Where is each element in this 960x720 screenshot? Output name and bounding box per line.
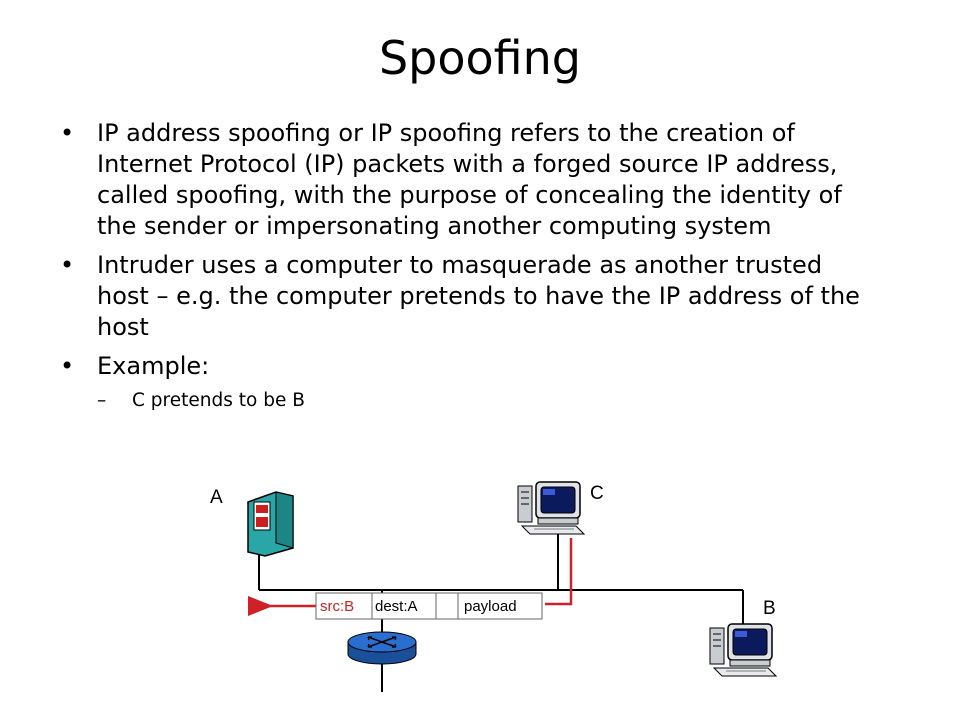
bullet-dot: • (60, 251, 75, 279)
bullet-item: • Example: (60, 351, 880, 382)
packet-box (315, 592, 543, 620)
bullet-text: Intruder uses a computer to masquerade a… (97, 251, 860, 341)
sub-bullet-dash: – (97, 390, 107, 411)
packet-payload: payload (464, 598, 517, 615)
bullet-dot: • (60, 119, 75, 147)
bullet-text: Example: (97, 352, 210, 380)
sub-bullet-text: C pretends to be B (132, 390, 305, 411)
bullet-list: • IP address spoofing or IP spoofing ref… (60, 118, 880, 414)
sub-bullet-item: – C pretends to be B (60, 388, 880, 414)
router-icon (347, 631, 417, 665)
computer-c-icon (517, 481, 586, 535)
server-a-icon (247, 491, 294, 557)
spoof-route-line (545, 538, 573, 606)
bullet-text: IP address spoofing or IP spoofing refer… (97, 119, 842, 240)
host-c-label: C (590, 483, 604, 504)
bullet-item: • Intruder uses a computer to masquerade… (60, 250, 880, 343)
host-a-label: A (210, 487, 223, 508)
packet: src:B dest:A payload (315, 592, 543, 620)
bullet-item: • IP address spoofing or IP spoofing ref… (60, 118, 880, 242)
packet-src: src:B (320, 598, 354, 615)
packet-dest: dest:A (375, 598, 418, 615)
slide-title: Spoofing (378, 31, 581, 85)
computer-b-icon (709, 623, 778, 677)
host-b-label: B (763, 598, 776, 619)
spoof-path (248, 538, 573, 616)
bullet-dot: • (60, 352, 75, 380)
